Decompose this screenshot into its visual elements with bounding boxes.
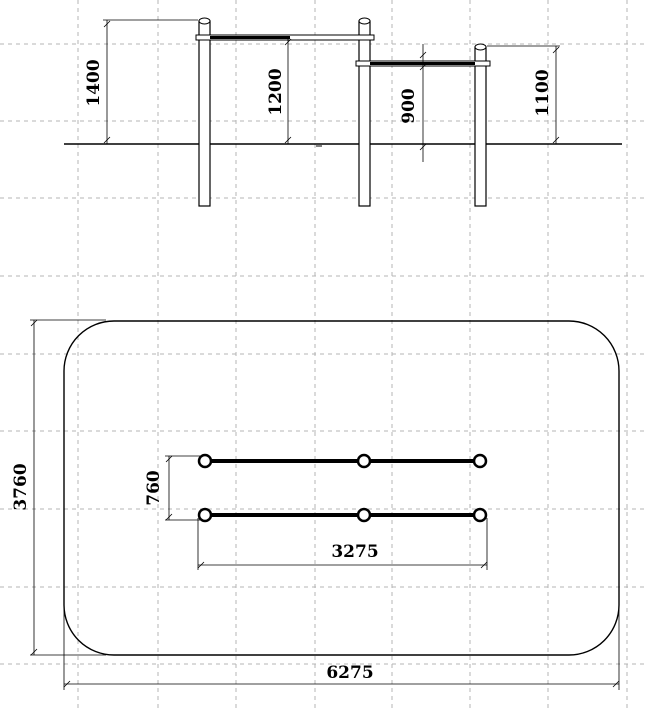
plan-bar-2 [197, 507, 488, 523]
dimension-label-3760: 3760 [11, 463, 31, 510]
dimension-label-1400: 1400 [84, 59, 104, 106]
dimension-1200 [284, 38, 292, 144]
high-bar [195, 34, 375, 41]
dimension-760 [165, 455, 200, 521]
dimension-label-1200: 1200 [266, 68, 286, 115]
post-2 [358, 17, 371, 207]
dimension-1100 [487, 45, 560, 144]
post-3 [474, 43, 487, 207]
dimension-1400 [103, 19, 198, 144]
dimension-900 [419, 44, 427, 162]
dimension-label-3275: 3275 [331, 542, 378, 562]
post-1 [198, 17, 211, 207]
elevation-view: 1400 1200 900 1100 [64, 17, 622, 207]
dimension-label-6275: 6275 [326, 663, 373, 683]
dimension-3760 [30, 319, 106, 656]
plan-bar-1 [197, 453, 488, 469]
plan-view: 760 3275 3760 6275 [11, 319, 620, 690]
dimension-6275 [63, 610, 620, 690]
dimension-label-900: 900 [399, 88, 419, 124]
safety-zone-outline [63, 320, 620, 656]
dimension-label-1100: 1100 [533, 69, 553, 116]
dimension-3275 [197, 518, 488, 570]
dimension-label-760: 760 [144, 470, 164, 506]
